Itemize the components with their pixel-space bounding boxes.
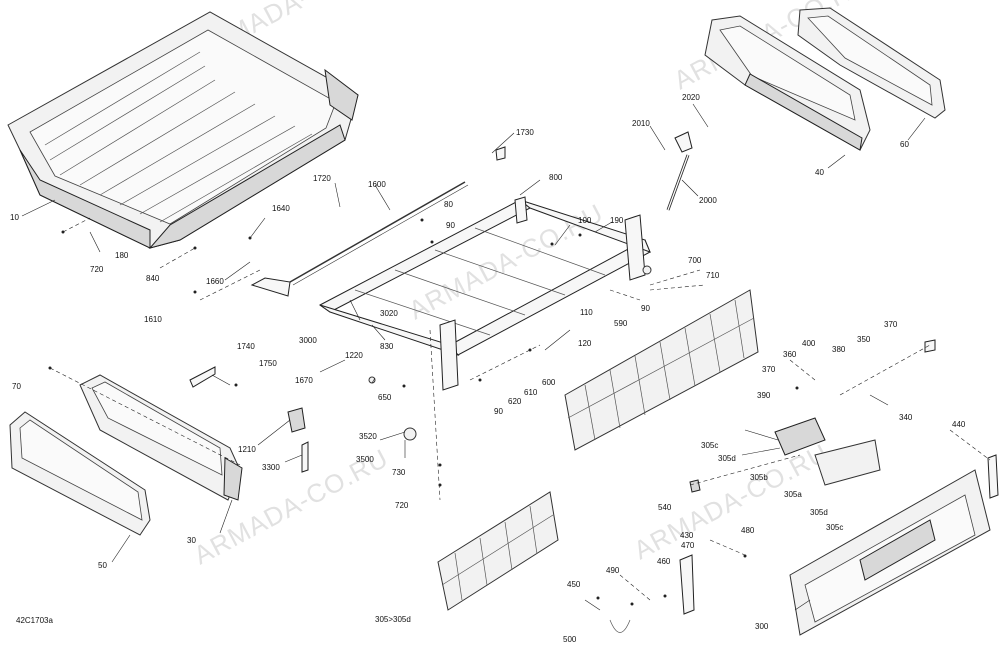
label-3300: 3300	[262, 463, 280, 472]
label-110: 110	[580, 308, 593, 317]
label-2000: 2000	[699, 196, 717, 205]
label-1600: 1600	[368, 180, 386, 189]
label-305b: 305b	[750, 473, 768, 482]
label-730: 730	[392, 468, 406, 477]
label-1660: 1660	[206, 277, 224, 286]
label-2020: 2020	[682, 93, 700, 102]
label-40: 40	[815, 168, 824, 177]
misc-small-parts	[189, 146, 936, 633]
label-540: 540	[658, 503, 672, 512]
label-305c: 305c	[701, 441, 718, 450]
label-180: 180	[115, 251, 129, 260]
label-460: 460	[657, 557, 671, 566]
side-panel-60-part	[797, 7, 946, 119]
label-430: 430	[680, 531, 694, 540]
label-710: 710	[706, 271, 720, 280]
label-720: 720	[395, 501, 409, 510]
label-1210: 1210	[238, 445, 256, 454]
label-620: 620	[508, 397, 522, 406]
label-500: 500	[563, 635, 577, 644]
side-panel-30-part	[79, 374, 243, 501]
label-440: 440	[952, 420, 966, 429]
label-305a: 305a	[784, 490, 802, 499]
label-80: 80	[444, 200, 453, 209]
label-400: 400	[802, 339, 816, 348]
label-30: 30	[187, 536, 196, 545]
label-300: 300	[755, 622, 769, 631]
label-610: 610	[524, 388, 538, 397]
label-50: 50	[98, 561, 107, 570]
grille-305-part	[437, 491, 559, 611]
leader-lines	[21, 103, 991, 611]
label-370: 370	[762, 365, 776, 374]
label-380: 380	[832, 345, 846, 354]
label-360: 360	[783, 350, 797, 359]
label-305-305d: 305>305d	[375, 615, 411, 624]
diagram-code: 42C1703a	[16, 616, 53, 625]
label-3020: 3020	[380, 309, 398, 318]
label-1610: 1610	[144, 315, 162, 324]
side-panel-50-part	[9, 411, 151, 536]
label-1740: 1740	[237, 342, 255, 351]
label-600: 600	[542, 378, 556, 387]
label-390: 390	[757, 391, 771, 400]
label-800: 800	[549, 173, 563, 182]
label-3500: 3500	[356, 455, 374, 464]
label-470: 470	[681, 541, 695, 550]
label-120: 120	[578, 339, 592, 348]
label-1640: 1640	[272, 204, 290, 213]
label-840: 840	[146, 274, 160, 283]
label-10: 10	[10, 213, 19, 222]
label-490: 490	[606, 566, 620, 575]
label-90: 90	[494, 407, 503, 416]
rod-1600-part	[250, 181, 469, 297]
label-3000: 3000	[299, 336, 317, 345]
label-305d: 305d	[718, 454, 736, 463]
label-450: 450	[567, 580, 581, 589]
label-190: 190	[610, 216, 624, 225]
cargo-box-part	[7, 11, 359, 249]
label-370: 370	[884, 320, 898, 329]
hardware-dots	[48, 218, 799, 606]
label-830: 830	[380, 342, 394, 351]
label-340: 340	[899, 413, 913, 422]
label-1220: 1220	[345, 351, 363, 360]
latch-305-part	[774, 417, 881, 486]
label-1750: 1750	[259, 359, 277, 368]
label-700: 700	[688, 256, 702, 265]
label-1730: 1730	[516, 128, 534, 137]
label-350: 350	[857, 335, 871, 344]
label-90: 90	[641, 304, 650, 313]
frame-3000-part	[319, 199, 651, 391]
label-60: 60	[900, 140, 909, 149]
label-1720: 1720	[313, 174, 331, 183]
label-720: 720	[90, 265, 104, 274]
label-305d: 305d	[810, 508, 828, 517]
label-100: 100	[578, 216, 592, 225]
grille-700-part	[564, 289, 759, 451]
part-labels: 10 720 180 840 1660 1610 1640 1720 1600 …	[10, 93, 966, 644]
label-305c: 305c	[826, 523, 843, 532]
label-70: 70	[12, 382, 21, 391]
label-480: 480	[741, 526, 755, 535]
tailgate-300-part	[789, 469, 991, 636]
strut-2000-part	[666, 131, 693, 211]
side-panel-40-part	[704, 15, 871, 151]
label-1670: 1670	[295, 376, 313, 385]
label-90: 90	[446, 221, 455, 230]
label-3520: 3520	[359, 432, 377, 441]
label-650: 650	[378, 393, 392, 402]
label-2010: 2010	[632, 119, 650, 128]
label-590: 590	[614, 319, 628, 328]
bracket-440-part	[987, 454, 999, 499]
